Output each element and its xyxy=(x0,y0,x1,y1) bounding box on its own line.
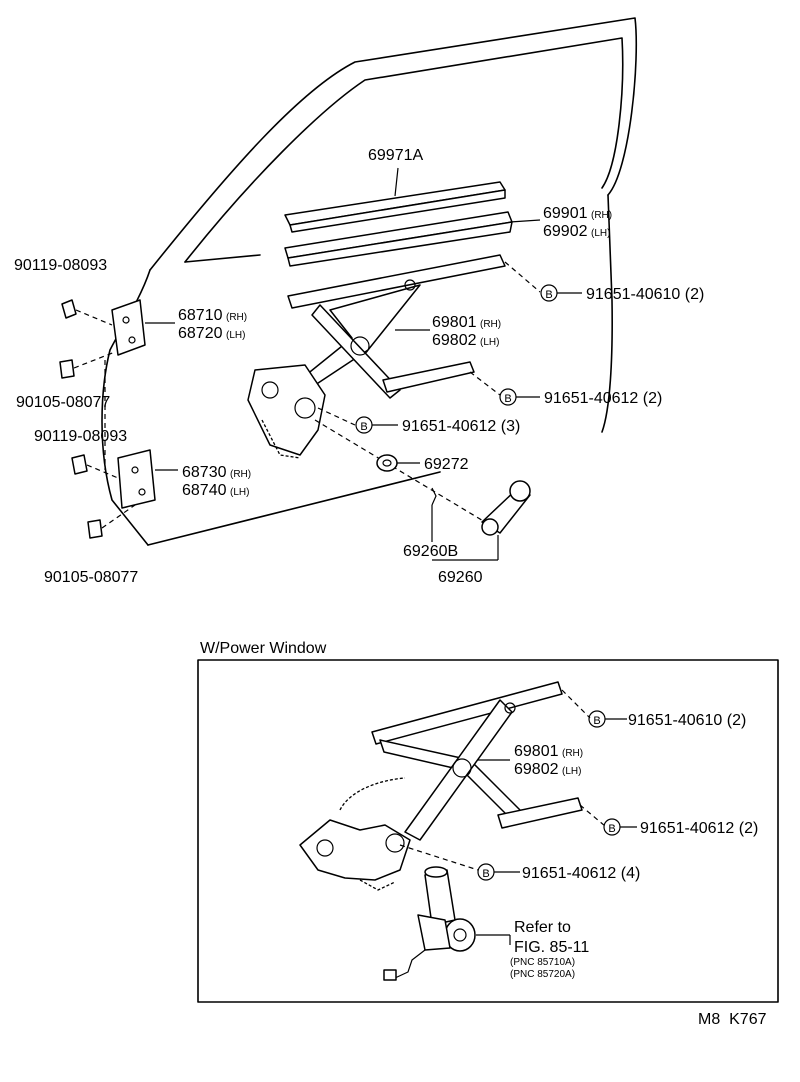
pw-label-regulator-lh-tag: (LH) xyxy=(562,766,581,777)
label-lower-rh: 68730 xyxy=(182,464,227,481)
glass-run-channel xyxy=(284,167,506,233)
pw-label-bolt-a: 91651-40610 (2) xyxy=(628,712,746,729)
label-lock-rh-tag: (RH) xyxy=(226,312,247,323)
label-guide-lh: 69902 xyxy=(543,223,588,240)
pw-refer-line3: (PNC 85710A) xyxy=(510,957,575,968)
pw-leader-bolt-a xyxy=(561,689,591,719)
label-lower-rh-tag: (RH) xyxy=(230,469,251,480)
label-bolt-b: 91651-40612 (2) xyxy=(544,390,662,407)
handle-washer xyxy=(376,454,420,472)
pw-leader-bolt-b xyxy=(579,804,606,827)
label-glass-run-channel: 69971A xyxy=(368,147,423,164)
pw-label-bolt-c: 91651-40612 (4) xyxy=(522,865,640,882)
pw-refer-line2: FIG. 85-11 xyxy=(514,939,589,956)
label-screw-bottom: 90105-08077 xyxy=(44,569,138,586)
label-lock-rh: 68710 xyxy=(178,307,223,324)
label-bolt-a: 91651-40610 (2) xyxy=(586,286,704,303)
manual-regulator xyxy=(247,254,506,459)
label-bolt-c: 91651-40612 (3) xyxy=(402,418,520,435)
pw-label-regulator-rh: 69801 xyxy=(514,743,559,760)
leader-bolt-c xyxy=(317,407,356,426)
lower-lock-bracket xyxy=(71,449,178,539)
label-guide-rh-tag: (RH) xyxy=(591,210,612,221)
upper-lock-bracket xyxy=(59,299,175,470)
label-guide-lh-tag: (LH) xyxy=(591,228,610,239)
label-handle: 69260 xyxy=(438,569,483,586)
leader-bolt-a xyxy=(504,261,541,293)
pw-bolt-badge-b-text: B xyxy=(608,823,615,835)
diagram-code: M8 K767 xyxy=(698,1011,767,1028)
label-regulator-lh-tag: (LH) xyxy=(480,337,499,348)
power-window-title: W/Power Window xyxy=(200,640,327,657)
glass-guide xyxy=(284,211,541,267)
label-guide-rh: 69901 xyxy=(543,205,588,222)
pw-refer-line1: Refer to xyxy=(514,919,571,936)
pw-label-bolt-b: 91651-40612 (2) xyxy=(640,820,758,837)
label-screw-mid: 90105-08077 xyxy=(16,394,110,411)
pw-bolt-badge-c: B xyxy=(477,863,520,881)
leader-bolt-b xyxy=(469,371,501,396)
window-handle xyxy=(431,480,531,561)
label-lower-lh-tag: (LH) xyxy=(230,487,249,498)
label-screw-top: 90119-08093 xyxy=(14,257,107,274)
pw-bolt-badge-a-text: B xyxy=(593,715,600,727)
label-handle-sub: 69260B xyxy=(403,543,458,560)
power-window-frame xyxy=(197,659,779,1003)
label-lock-lh: 68720 xyxy=(178,325,223,342)
pw-bolt-badge-c-text: B xyxy=(482,868,489,880)
bolt-badge-a: B xyxy=(540,284,582,302)
bolt-badge-a-text: B xyxy=(545,289,552,301)
pw-refer-line4: (PNC 85720A) xyxy=(510,969,575,980)
label-handle-washer: 69272 xyxy=(424,456,469,473)
label-lower-lh: 68740 xyxy=(182,482,227,499)
label-regulator-rh: 69801 xyxy=(432,314,477,331)
bolt-badge-b: B xyxy=(499,388,540,406)
label-screw-mid2: 90119-08093 xyxy=(34,428,127,445)
pw-leader-bolt-c xyxy=(399,844,479,871)
power-window-motor xyxy=(383,866,511,981)
power-regulator xyxy=(299,681,583,891)
label-lock-lh-tag: (LH) xyxy=(226,330,245,341)
bolt-badge-c: B xyxy=(355,416,398,434)
bolt-badge-b-text: B xyxy=(504,393,511,405)
pw-bolt-badge-a: B xyxy=(588,710,627,728)
bolt-badge-c-text: B xyxy=(360,421,367,433)
leader-handle xyxy=(314,419,491,526)
pw-label-regulator-rh-tag: (RH) xyxy=(562,748,583,759)
pw-label-regulator-lh: 69802 xyxy=(514,761,559,778)
label-regulator-lh: 69802 xyxy=(432,332,477,349)
pw-bolt-badge-b: B xyxy=(603,818,637,836)
label-regulator-rh-tag: (RH) xyxy=(480,319,501,330)
